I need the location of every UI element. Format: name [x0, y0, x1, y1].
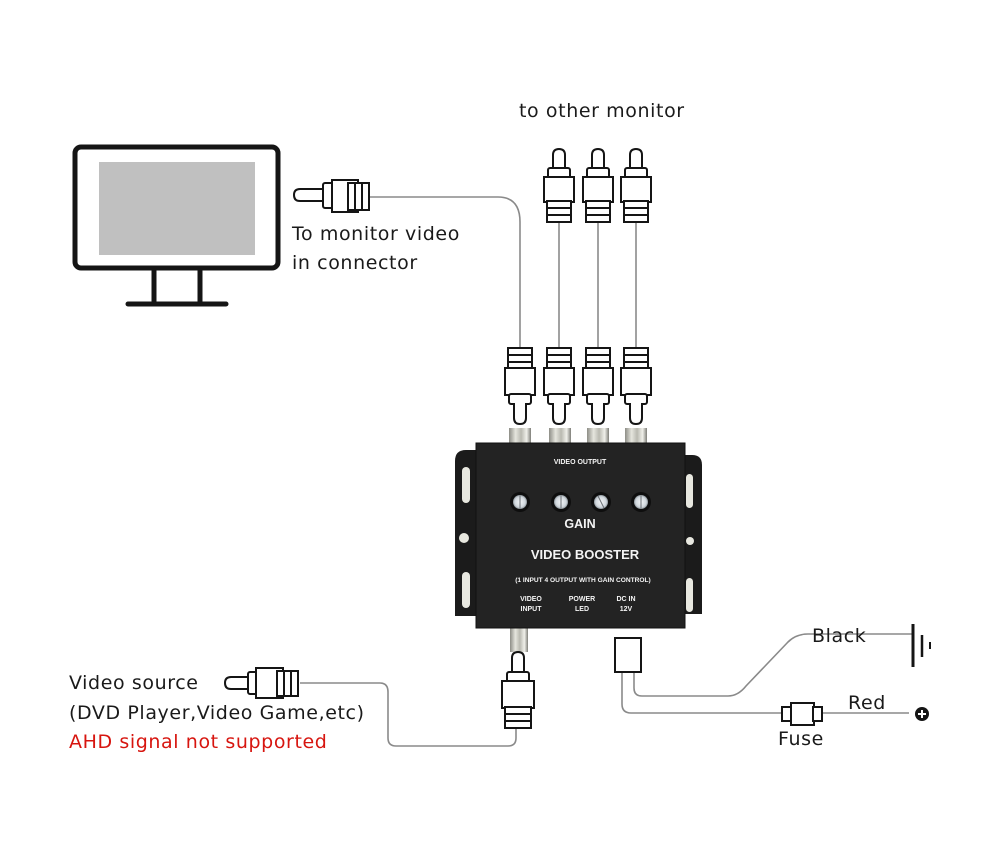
power-led-label-line2: LED	[575, 606, 589, 613]
monitor-rca-plug-icon	[292, 179, 370, 213]
power-led-label-line1: POWER	[569, 596, 595, 603]
other-monitor-rca-plug-icon-1	[543, 147, 575, 223]
other-monitor-rca-plug-icon-3	[620, 147, 652, 223]
dc-in-label-line2: 12V	[620, 606, 633, 613]
gain-knobs	[510, 492, 651, 512]
dc-in-label-line1: DC IN	[616, 596, 635, 603]
left-mounting-bracket	[455, 450, 478, 616]
black-power-cable	[633, 633, 912, 697]
red-power-cable	[621, 672, 783, 714]
other-monitor-label: to other monitor	[519, 100, 685, 122]
video-source-cable	[300, 682, 517, 747]
monitor-connector-label-line1: To monitor video	[292, 223, 460, 245]
device-subtitle: (1 INPUT 4 OUTPUT WITH GAIN CONTROL)	[515, 577, 651, 584]
positive-terminal-icon	[915, 707, 929, 721]
device-title: VIDEO BOOSTER	[531, 547, 640, 562]
output-plugs	[504, 347, 652, 426]
cables	[300, 196, 912, 747]
other-monitor-rca-plug-icon-2	[582, 147, 614, 223]
video-input-label-line2: INPUT	[521, 606, 543, 613]
other-monitor-plugs	[543, 147, 652, 223]
output-rca-plug-icon-1	[504, 347, 536, 426]
ground-icon	[911, 624, 931, 667]
video-source-label-line1: Video source	[69, 672, 199, 694]
video-source-label-line2: (DVD Player,Video Game,etc)	[69, 702, 365, 724]
output-rca-plug-icon-2	[543, 347, 575, 426]
monitor-cable	[369, 196, 521, 348]
video-source-rca-plug-icon	[223, 667, 299, 699]
video-booster-device: VIDEO OUTPUT GAIN VIDEO BOOSTER (1 INPUT…	[455, 442, 702, 629]
video-input-label-line1: VIDEO	[520, 596, 542, 603]
red-wire-label: Red	[848, 692, 886, 714]
monitor-icon	[72, 144, 281, 307]
input-jack	[510, 628, 528, 652]
ahd-warning-label: AHD signal not supported	[69, 731, 328, 753]
monitor-connector-label-line2: in connector	[292, 252, 418, 274]
output-rca-plug-icon-4	[620, 347, 652, 426]
black-wire-label: Black	[812, 625, 867, 647]
gain-label: GAIN	[564, 517, 595, 531]
video-output-label: VIDEO OUTPUT	[554, 459, 607, 466]
fuse-icon	[781, 702, 823, 726]
input-rca-plug-icon	[501, 650, 535, 729]
fuse-label: Fuse	[778, 728, 824, 750]
dc-power-connector	[614, 637, 642, 673]
output-rca-plug-icon-3	[582, 347, 614, 426]
